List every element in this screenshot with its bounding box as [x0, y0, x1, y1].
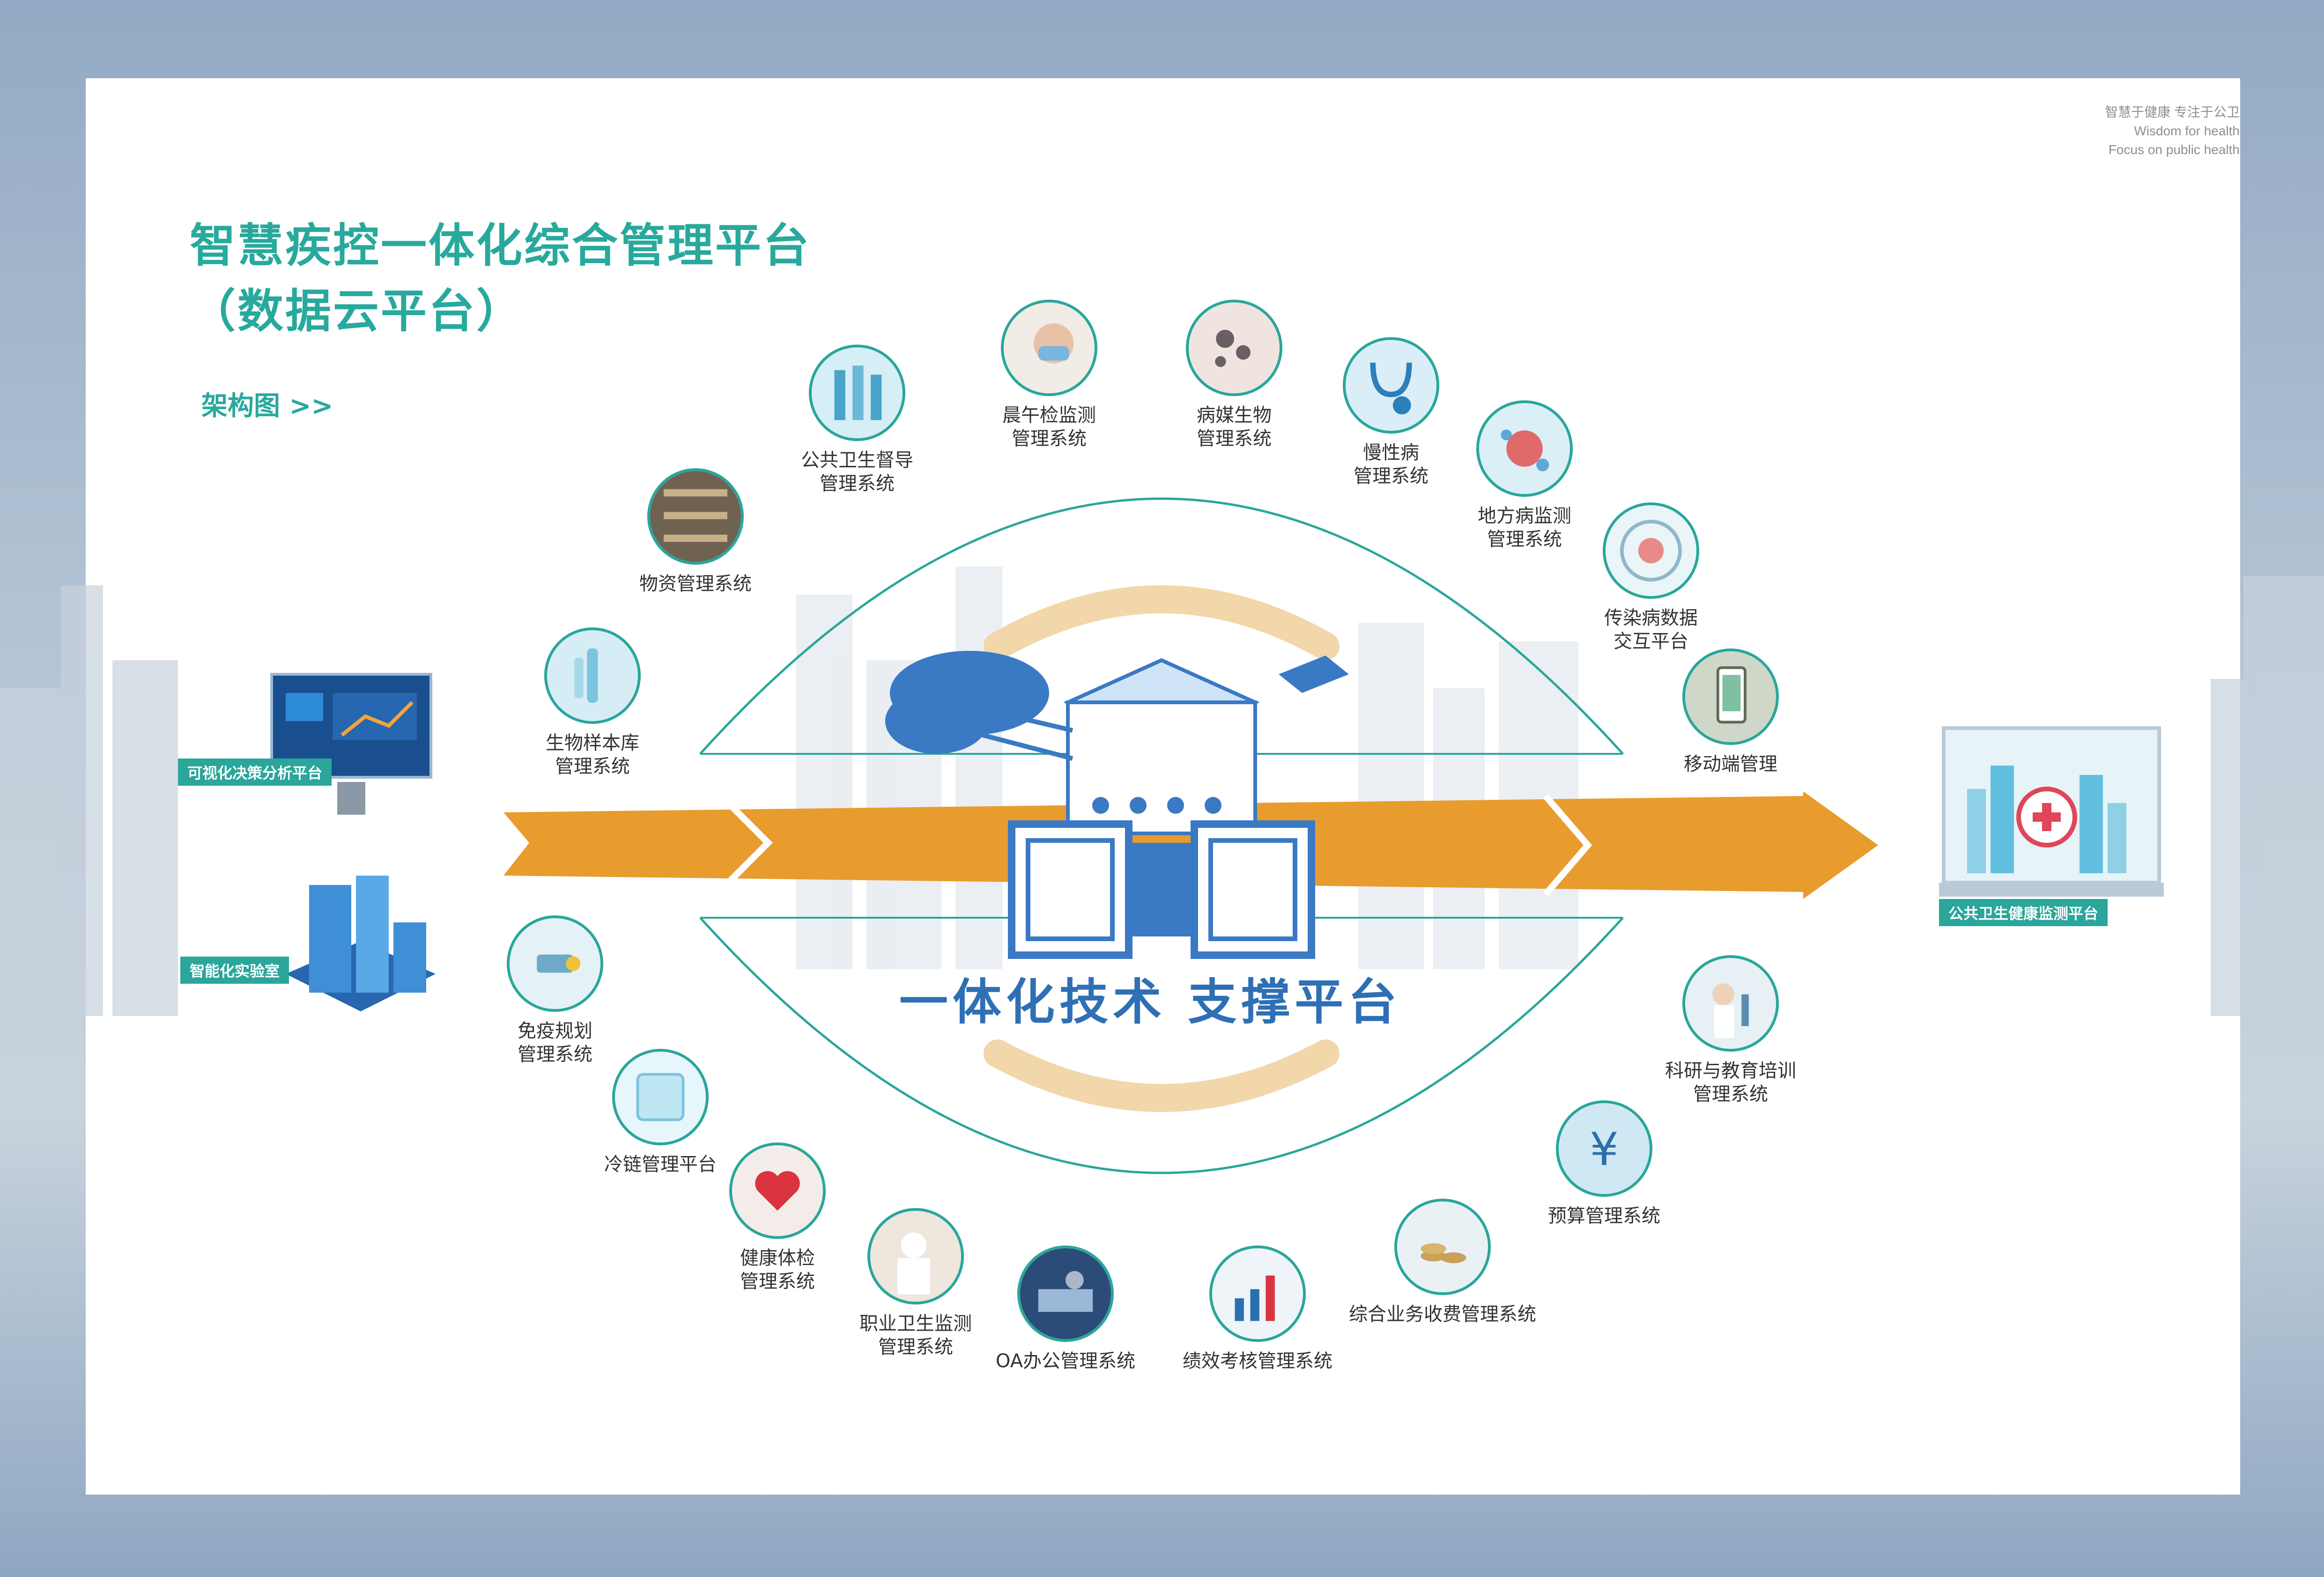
lens-top-arc: [699, 497, 1624, 755]
node-label: 传染病数据 交互平台: [1604, 607, 1698, 652]
node-label: 绩效考核管理系统: [1183, 1350, 1332, 1372]
vaccine-icon: [507, 915, 603, 1012]
warehouse-icon: [647, 468, 744, 565]
node-label: 科研与教育培训 管理系统: [1665, 1060, 1796, 1105]
node-oa-office[interactable]: OA办公管理系统: [958, 1245, 1173, 1373]
ice-cube-icon: [612, 1049, 709, 1145]
node-label: 晨午检监测 管理系统: [1002, 405, 1096, 450]
masked-person-icon: [1001, 300, 1097, 396]
node-business-charging[interactable]: 综合业务收费管理系统: [1335, 1199, 1550, 1326]
node-occupational-health[interactable]: 职业卫生监测 管理系统: [808, 1208, 1023, 1359]
node-chronic-disease[interactable]: 慢性病 管理系统: [1283, 337, 1499, 488]
chevron-2: [1543, 794, 1592, 897]
node-label: 冷链管理平台: [604, 1154, 717, 1175]
test-tube-icon: [544, 627, 641, 724]
node-budget-management[interactable]: ¥ 预算管理系统: [1496, 1100, 1712, 1228]
visualization-platform-tag: 可视化决策分析平台: [178, 759, 332, 786]
header-tagline: 智慧于健康 专注于公卫 Wisdom for health Focus on p…: [2105, 103, 2240, 159]
node-label: 健康体检 管理系统: [740, 1247, 815, 1292]
node-vector-biology[interactable]: 病媒生物 管理系统: [1126, 300, 1342, 450]
public-health-monitoring-tag: 公共卫生健康监测平台: [1939, 899, 2108, 926]
node-label: 免疫规划 管理系统: [518, 1020, 592, 1065]
node-label: 预算管理系统: [1548, 1205, 1660, 1227]
node-label: 职业卫生监测 管理系统: [859, 1313, 972, 1358]
smartphone-icon: [1682, 648, 1779, 745]
tagline-english-1: Wisdom for health: [2134, 124, 2240, 138]
node-infectious-disease-data[interactable]: 传染病数据 交互平台: [1543, 502, 1759, 653]
title-line-1: 智慧疾控一体化综合管理平台: [190, 219, 811, 273]
dashboard-monitor-illustration: [270, 673, 432, 815]
node-health-examination[interactable]: 健康体检 管理系统: [670, 1142, 885, 1293]
diagram-subtitle: 架构图 >>: [201, 391, 333, 421]
node-morning-check-monitoring[interactable]: 晨午检监测 管理系统: [941, 300, 1157, 450]
node-cold-chain[interactable]: 冷链管理平台: [553, 1049, 768, 1176]
health-monitor-illustration: [1939, 726, 2164, 897]
node-immunization-planning[interactable]: 免疫规划 管理系统: [447, 915, 663, 1066]
microscope-icon: [1682, 955, 1779, 1052]
node-label: 移动端管理: [1684, 753, 1777, 775]
title-line-2: （数据云平台）: [190, 285, 525, 338]
svg-text:¥: ¥: [1590, 1123, 1619, 1176]
node-label: 公共卫生督导 管理系统: [801, 450, 913, 494]
growth-chart-icon: [1209, 1245, 1306, 1342]
node-label: 地方病监测 管理系统: [1478, 505, 1571, 550]
insects-icon: [1186, 300, 1282, 396]
node-supplies-management[interactable]: 物资管理系统: [588, 468, 803, 596]
node-endemic-disease-monitoring[interactable]: 地方病监测 管理系统: [1417, 400, 1632, 551]
tan-arc-bottom: [984, 1039, 1340, 1112]
center-platform-label: 一体化技术 支撑平台: [899, 973, 1402, 1031]
node-biobank-management[interactable]: 生物样本库 管理系统: [485, 627, 700, 778]
heart-hands-icon: [729, 1142, 826, 1239]
tagline-chinese: 智慧于健康 专注于公卫: [2105, 105, 2240, 119]
node-public-health-supervision[interactable]: 公共卫生督导 管理系统: [749, 345, 965, 495]
node-label: 慢性病 管理系统: [1354, 442, 1428, 487]
node-performance-assessment[interactable]: 绩效考核管理系统: [1150, 1245, 1365, 1373]
node-label: OA办公管理系统: [995, 1350, 1136, 1372]
vials-icon: [809, 345, 905, 441]
lab-worker-icon: [867, 1208, 964, 1304]
chevron-1: [728, 803, 773, 883]
node-research-education[interactable]: 科研与教育培训 管理系统: [1623, 955, 1838, 1106]
smart-lab-tag: 智能化实验室: [180, 957, 289, 984]
central-server-illustration: [885, 651, 1349, 959]
node-label: 病媒生物 管理系统: [1197, 405, 1272, 450]
page-title: 智慧疾控一体化综合管理平台 （数据云平台）: [190, 213, 811, 344]
coins-icon: [1394, 1199, 1491, 1295]
virus-icon: [1476, 400, 1573, 497]
keyboard-icon: [1017, 1245, 1114, 1342]
tan-arc-top: [984, 585, 1340, 660]
node-mobile-management[interactable]: 移动端管理: [1623, 648, 1838, 776]
stethoscope-icon: [1343, 337, 1439, 434]
node-label: 生物样本库 管理系统: [546, 732, 639, 777]
petri-dish-icon: [1603, 502, 1699, 599]
tagline-english-2: Focus on public health: [2108, 142, 2240, 157]
node-label: 物资管理系统: [639, 573, 752, 595]
yuan-icon: ¥: [1556, 1100, 1652, 1197]
lens-bottom-arc: [699, 917, 1624, 1174]
smart-lab-building-illustration: [286, 876, 436, 1011]
node-label: 综合业务收费管理系统: [1349, 1304, 1536, 1325]
